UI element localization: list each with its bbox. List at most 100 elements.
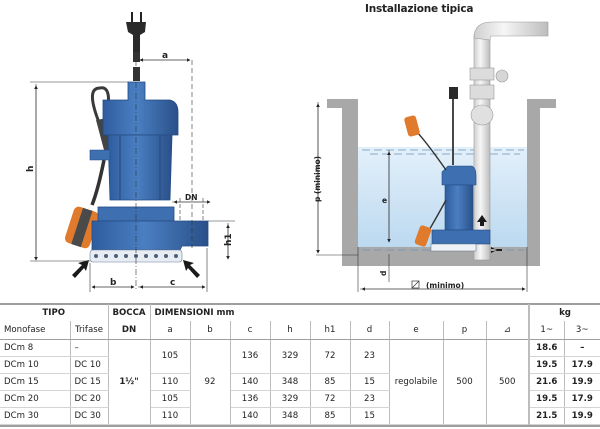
float-lower-icon xyxy=(414,225,432,247)
table-row: DCm 30 DC 30 110 140 348 85 15 21.5 19.9 xyxy=(0,407,600,425)
header-bocca: BOCCA xyxy=(108,304,151,321)
header-column-row: Monofase Trifase DN a b c h h1 d e p ⊿ 1… xyxy=(0,321,600,340)
cell-kg-1: 21.6 xyxy=(529,373,565,391)
well-walls xyxy=(327,99,556,266)
cell-h: 329 xyxy=(270,390,311,408)
plug-small-icon xyxy=(449,87,458,99)
cell-monofase: DCm 15 xyxy=(0,373,71,391)
cell-h: 348 xyxy=(270,373,311,391)
pump-dimensions xyxy=(30,58,235,292)
cell-trifase: DC 30 xyxy=(70,407,109,425)
cell-kg-3: – xyxy=(564,339,600,357)
cell-kg-1: 19.5 xyxy=(529,390,565,408)
col-kg-1: 1~ xyxy=(529,321,565,340)
header-group-row: TIPO BOCCA DIMENSIONI mm kg xyxy=(0,304,600,321)
cell-d: 15 xyxy=(350,373,390,391)
cell-trifase: DC 20 xyxy=(70,390,109,408)
col-e: e xyxy=(389,321,444,340)
valve-handle-icon xyxy=(495,69,509,83)
cell-c: 136 xyxy=(230,339,271,374)
inlet-arrow-right-icon xyxy=(183,260,200,278)
inlet-arrow-left-icon xyxy=(72,260,89,278)
dim-label-c: c xyxy=(170,278,175,288)
cell-kg-1: 18.6 xyxy=(529,339,565,357)
table-row: DCm 8 – 1½" 105 92 136 329 72 23 regolab… xyxy=(0,339,600,425)
spec-table: TIPO BOCCA DIMENSIONI mm kg Monofase Tri… xyxy=(0,304,600,425)
pump-small-drawing xyxy=(404,115,491,252)
cell-dn: 1½" xyxy=(108,339,151,425)
table-row: DCm 20 DC 20 105 136 329 72 23 19.5 17.9 xyxy=(0,390,600,408)
cell-square: 500 xyxy=(486,339,530,425)
col-monofase: Monofase xyxy=(0,321,71,340)
table-bottom-rule xyxy=(0,425,600,427)
col-p: p xyxy=(443,321,487,340)
cell-h: 348 xyxy=(270,407,311,425)
cell-kg-3: 17.9 xyxy=(564,356,600,374)
flow-up-arrow-icon xyxy=(477,215,487,226)
dim-label-a: a xyxy=(162,51,168,61)
installation-dimensions xyxy=(316,102,528,292)
cell-kg-3: 19.9 xyxy=(564,407,600,425)
col-d: d xyxy=(350,321,390,340)
float-upper-icon xyxy=(404,115,420,137)
col-trifase: Trifase xyxy=(70,321,109,340)
cell-kg-3: 19.9 xyxy=(564,373,600,391)
diagram-area: a h DN h1 b c xyxy=(26,3,556,292)
cell-b: 92 xyxy=(190,339,231,425)
cell-e: regolabile xyxy=(389,339,444,425)
cell-h1: 85 xyxy=(310,407,351,425)
cell-a: 105 xyxy=(150,390,191,408)
cell-h1: 72 xyxy=(310,339,351,374)
cell-d: 23 xyxy=(350,390,390,408)
cell-h1: 85 xyxy=(310,373,351,391)
flow-in-arrow-icon xyxy=(491,247,502,253)
cell-monofase: DCm 10 xyxy=(0,356,71,374)
cell-d: 23 xyxy=(350,339,390,374)
cell-monofase: DCm 20 xyxy=(0,390,71,408)
cell-monofase: DCm 30 xyxy=(0,407,71,425)
float-switch-icon xyxy=(64,206,99,249)
dim-label-dn: DN xyxy=(185,193,198,202)
col-square: ⊿ xyxy=(486,321,530,340)
diagram-svg: a h DN h1 b c xyxy=(26,12,556,292)
cell-p: 500 xyxy=(443,339,487,425)
check-valve-icon xyxy=(470,104,494,126)
cell-monofase: DCm 8 xyxy=(0,339,71,357)
cell-c: 140 xyxy=(230,407,271,425)
header-kg: kg xyxy=(559,307,571,318)
col-dn: DN xyxy=(108,321,151,340)
header-dimensioni: DIMENSIONI mm xyxy=(150,304,530,321)
col-h1: h1 xyxy=(310,321,351,340)
square-diagonal-icon xyxy=(411,280,420,289)
plug-icon xyxy=(126,12,146,81)
cell-h1: 72 xyxy=(310,390,351,408)
col-h: h xyxy=(270,321,311,340)
cell-trifase: DC 10 xyxy=(70,356,109,374)
installation-title: Installazione tipica xyxy=(365,3,474,15)
col-kg-3: 3~ xyxy=(564,321,600,340)
dim-label-minimo: (minimo) xyxy=(426,281,464,290)
cell-h: 329 xyxy=(270,339,311,374)
cell-kg-3: 17.9 xyxy=(564,390,600,408)
installation-drawing xyxy=(327,21,556,266)
dim-label-e: e xyxy=(382,196,387,205)
dim-label-h1: h1 xyxy=(224,233,234,246)
cell-c: 136 xyxy=(230,390,271,408)
table-row: DCm 15 DC 15 110 140 348 85 15 21.6 19.9 xyxy=(0,373,600,391)
header-tipo: TIPO xyxy=(0,304,109,321)
cell-c: 140 xyxy=(230,373,271,391)
col-c: c xyxy=(230,321,271,340)
cell-kg-1: 19.5 xyxy=(529,356,565,374)
cell-trifase: – xyxy=(70,339,109,357)
cell-d: 15 xyxy=(350,407,390,425)
pump-drawing xyxy=(64,12,209,278)
dim-label-d: d xyxy=(379,271,388,276)
table-row: DCm 10 DC 10 19.5 17.9 xyxy=(0,356,600,374)
col-a: a xyxy=(150,321,191,340)
col-b: b xyxy=(190,321,231,340)
dim-label-h: h xyxy=(26,166,36,172)
dim-label-b: b xyxy=(110,278,117,288)
cell-a: 105 xyxy=(150,339,191,374)
dim-label-p-minimo: p (minimo) xyxy=(313,156,322,202)
cell-trifase: DC 15 xyxy=(70,373,109,391)
